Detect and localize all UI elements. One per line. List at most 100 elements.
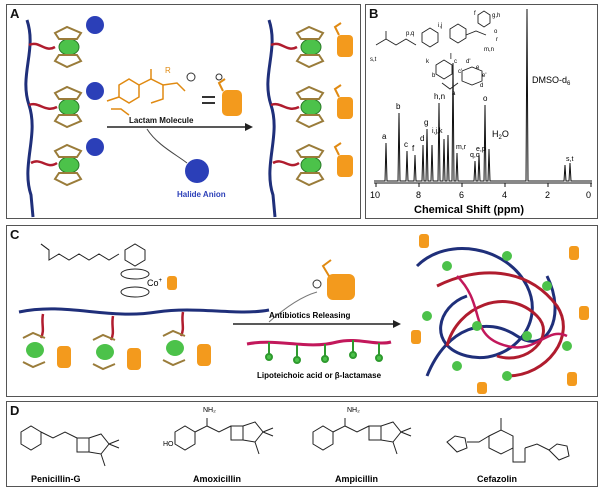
x-axis-ticks [375, 183, 592, 187]
amoxicillin-label: Amoxicillin [193, 474, 241, 484]
x-tick-2: 2 [545, 190, 550, 200]
panel-a-diagram: R Lactam Molecule Halide Anion [24, 16, 353, 218]
bound-antibiotic-3 [333, 142, 353, 177]
linker-left-2 [28, 102, 58, 110]
linker-right-3 [272, 160, 300, 167]
cefazolin-label: Cefazolin [477, 474, 517, 484]
panel-d-label: D [10, 403, 20, 418]
struct-label-k: k [426, 59, 430, 65]
cobaltocenium-left-3 [53, 143, 83, 187]
amoxicillin-structure [174, 418, 274, 455]
equals-icon [202, 96, 215, 104]
cobaltocenium-c-3 [162, 329, 186, 367]
antibiotics-releasing-label: Antibiotics Releasing [269, 311, 350, 320]
lactam-molecule-label: Lactam Molecule [129, 116, 194, 125]
panel-a: A [6, 4, 361, 219]
struct-label-a: a [452, 91, 456, 97]
x-tick-6: 6 [459, 190, 464, 200]
ampicillin-structure [312, 418, 412, 455]
struct-label-b: b [432, 73, 436, 79]
bound-antibiotic-2 [333, 84, 353, 119]
x-tick-4: 4 [502, 190, 507, 200]
struct-label-mn: m,n [484, 47, 494, 53]
penicillin-g-structure [20, 425, 120, 467]
cobaltocenium-right-2 [295, 85, 325, 129]
linker-c-3 [179, 311, 185, 337]
x-axis-label: Chemical Shift (ppm) [414, 204, 524, 216]
peak-label-a: a [382, 132, 387, 141]
struct-label-eprime: e' [482, 73, 486, 79]
solvent-label: DMSO-d6 [532, 75, 571, 87]
bound-antibiotic-c-1 [57, 346, 71, 368]
lipoteichoic-chain [246, 338, 392, 347]
polymer-backbone-right [266, 19, 277, 218]
peak-label-hn: h,n [434, 92, 445, 101]
bound-antibiotic-c-3 [197, 344, 211, 366]
struct-label-o: o [494, 29, 498, 35]
halide-anion-released [185, 159, 209, 183]
x-tick-8: 8 [416, 190, 421, 200]
struct-label-st: s,t [370, 57, 377, 63]
lactam-charge-icon [186, 72, 196, 82]
peak-label-f: f [412, 144, 415, 153]
polymer-backbone-left [24, 19, 35, 218]
reaction-arrowhead-icon [245, 123, 253, 131]
peak-label-qq: q,q [470, 152, 480, 159]
panel-c-label: C [10, 227, 20, 242]
water-label: H2O [492, 129, 509, 141]
monomer-structure [40, 243, 150, 298]
peak-label-b: b [396, 102, 401, 111]
amoxicillin-nh2-label: NH₂ [203, 407, 216, 414]
struct-label-cprime: c' [458, 69, 462, 75]
panel-c-diagram: Co+ Antibiotics Releasing [18, 234, 589, 394]
lipoteichoic-label: Lipoteichoic acid or β-lactamase [257, 371, 382, 380]
free-antibiotics [411, 234, 589, 394]
struct-label-gh: g,h [492, 13, 500, 19]
cobaltocenium-right-3 [295, 143, 325, 187]
lactam-structure [106, 69, 186, 116]
bound-antibiotic-c-2 [127, 348, 141, 370]
cobalt-label: Co+ [147, 278, 163, 288]
struct-label-f: f [474, 11, 476, 17]
peak-label-c: c [404, 140, 408, 149]
struct-label-d: d [480, 83, 483, 89]
linker-c-2 [109, 315, 115, 341]
polymer-chain [18, 307, 270, 316]
struct-label-e: e [476, 65, 480, 71]
bound-antibiotic-1 [333, 22, 353, 57]
spectrum-trace [374, 8, 592, 182]
panel-d: D Penicillin-G HO NH₂ Amoxicillin NH₂ [6, 401, 598, 487]
network-nodes [422, 251, 572, 381]
panel-c: C Co+ Antibiotics Releasin [6, 225, 598, 397]
peak-label-d: d [420, 134, 424, 143]
peak-label-l: l [450, 52, 452, 61]
amoxicillin-ho-label: HO [163, 441, 174, 448]
halide-anion-label: Halide Anion [177, 190, 226, 199]
ampicillin-nh2-label: NH₂ [347, 407, 360, 414]
released-antibiotic-icon [312, 259, 355, 300]
ampicillin-label: Ampicillin [335, 474, 378, 484]
cobaltocenium-right-1 [295, 25, 325, 69]
peak-label-mr: m,r [456, 144, 467, 151]
cobaltocenium-c-2 [92, 333, 116, 371]
nmr-spectrum: 10 8 6 4 2 0 Chemical Shift (ppm) a b c … [370, 8, 592, 216]
panel-a-label: A [10, 6, 20, 21]
panel-d-structures: Penicillin-G HO NH₂ Amoxicillin NH₂ Ampi… [20, 407, 570, 484]
struct-label-c: c [454, 59, 457, 65]
struct-label-dprime: d' [466, 59, 470, 65]
linker-right-2 [270, 102, 300, 110]
linker-c-1 [39, 313, 45, 339]
halide-release-arrow [146, 128, 188, 164]
halide-anion-3 [86, 138, 104, 156]
struct-label-r: r [496, 37, 498, 43]
linker-left-3 [30, 160, 58, 167]
polymer-network [415, 247, 568, 378]
halide-anion-1 [86, 16, 104, 34]
antibiotic-symbol-icon [215, 73, 242, 116]
penicillin-g-label: Penicillin-G [31, 474, 81, 484]
cobaltocenium-c-1 [22, 331, 46, 369]
cobaltocenium-left-2 [53, 85, 83, 129]
release-curve-arrow [268, 291, 318, 323]
peak-label-ep: e,p [476, 146, 486, 153]
struct-label-pq: p,q [406, 31, 414, 37]
